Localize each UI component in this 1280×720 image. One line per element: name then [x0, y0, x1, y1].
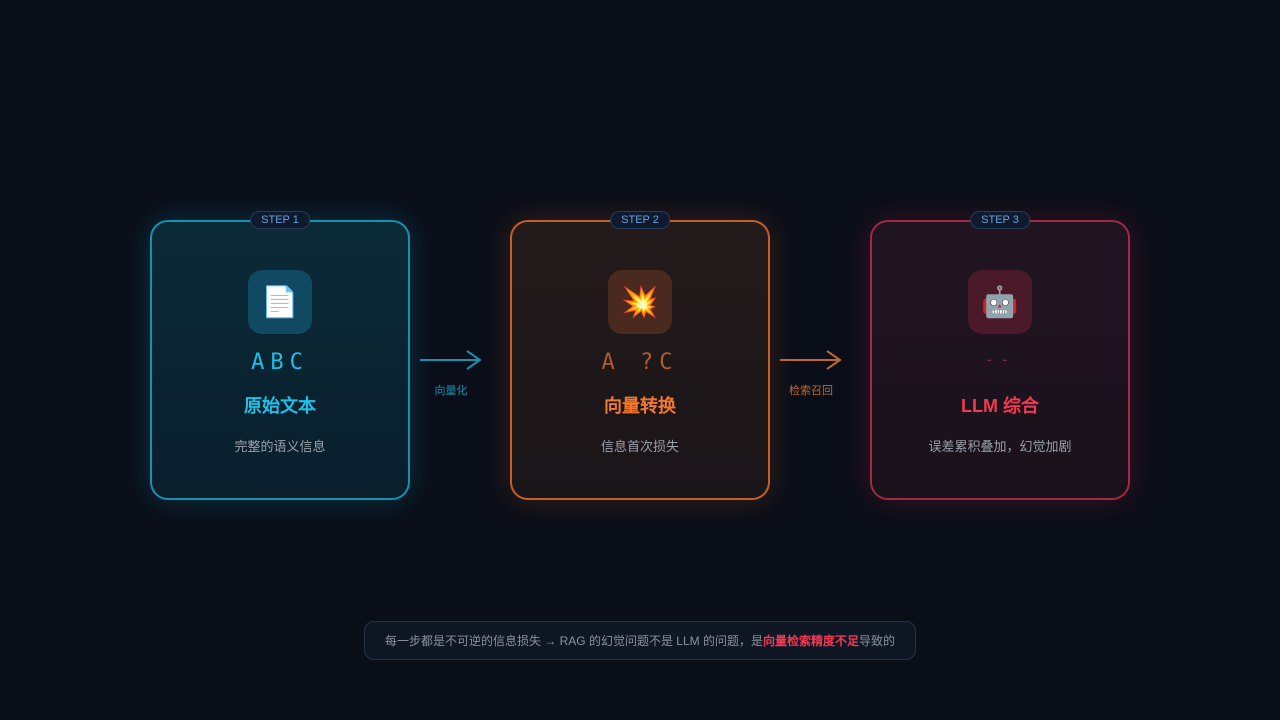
step-badge: STEP 2 [610, 211, 670, 229]
step-card-vector-conversion: STEP 2 💥 A ?C 向量转换 信息首次损失 [510, 211, 770, 500]
step-title: LLM 综合 [961, 396, 1039, 416]
arrow-label: 向量化 [434, 385, 468, 397]
letters: -- [984, 350, 1016, 369]
step-card-llm-synthesis: STEP 3 🤖 -- LLM 综合 误差累积叠加，幻觉加剧 [870, 211, 1130, 500]
footer-prefix: 每一步都是不可逆的信息损失 → RAG 的幻觉问题不是 LLM 的问题，是 [384, 634, 763, 648]
arrow-right-icon [780, 350, 842, 370]
step-desc: 完整的语义信息 [234, 439, 326, 454]
letters: ABC [251, 350, 309, 375]
footer-note: 每一步都是不可逆的信息损失 → RAG 的幻觉问题不是 LLM 的问题，是向量检… [364, 621, 916, 660]
collision-icon: 💥 [608, 270, 672, 334]
footer-suffix: 导致的 [859, 634, 896, 648]
step-title: 原始文本 [244, 396, 316, 416]
arrow-right-icon [420, 350, 482, 370]
step-desc: 信息首次损失 [600, 439, 679, 454]
step-card-original-text: STEP 1 📄 ABC 原始文本 完整的语义信息 [150, 211, 410, 500]
step-title: 向量转换 [604, 396, 676, 416]
step-badge: STEP 1 [250, 211, 310, 229]
arrow-label: 检索召回 [789, 385, 833, 397]
step-desc: 误差累积叠加，幻觉加剧 [928, 439, 1072, 454]
letters: A ?C [601, 350, 679, 375]
robot-icon: 🤖 [968, 270, 1032, 334]
arrow-vectorize: 向量化 [420, 350, 482, 398]
document-icon: 📄 [248, 270, 312, 334]
arrow-retrieval: 检索召回 [780, 350, 842, 398]
step-badge: STEP 3 [970, 211, 1030, 229]
footer-highlight: 向量检索精度不足 [763, 634, 860, 648]
